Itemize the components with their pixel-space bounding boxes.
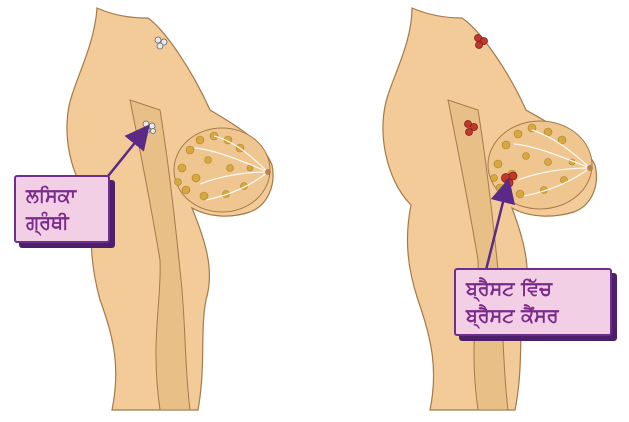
lymph-node-label: ਲਸਿਕਾ ਗ੍ਰੰਥੀ [14, 175, 110, 243]
right-figure [383, 8, 597, 410]
left-breast [174, 128, 270, 212]
breast-cancer-label-line2: ਬ੍ਰੈਸਟ ਕੈਂਸਰ [466, 303, 600, 330]
left-nipple [265, 169, 271, 175]
breast-cancer-label-line1: ਬ੍ਰੈਸਟ ਵਿੱਚ [466, 276, 600, 303]
lymph-node-label-line1: ਲਸਿਕਾ [26, 183, 98, 210]
breast-cancer-label: ਬ੍ਰੈਸਟ ਵਿੱਚ ਬ੍ਰੈਸਟ ਕੈਂਸਰ [454, 268, 612, 336]
right-nipple [587, 165, 593, 171]
lymph-node-label-line2: ਗ੍ਰੰਥੀ [26, 210, 98, 237]
